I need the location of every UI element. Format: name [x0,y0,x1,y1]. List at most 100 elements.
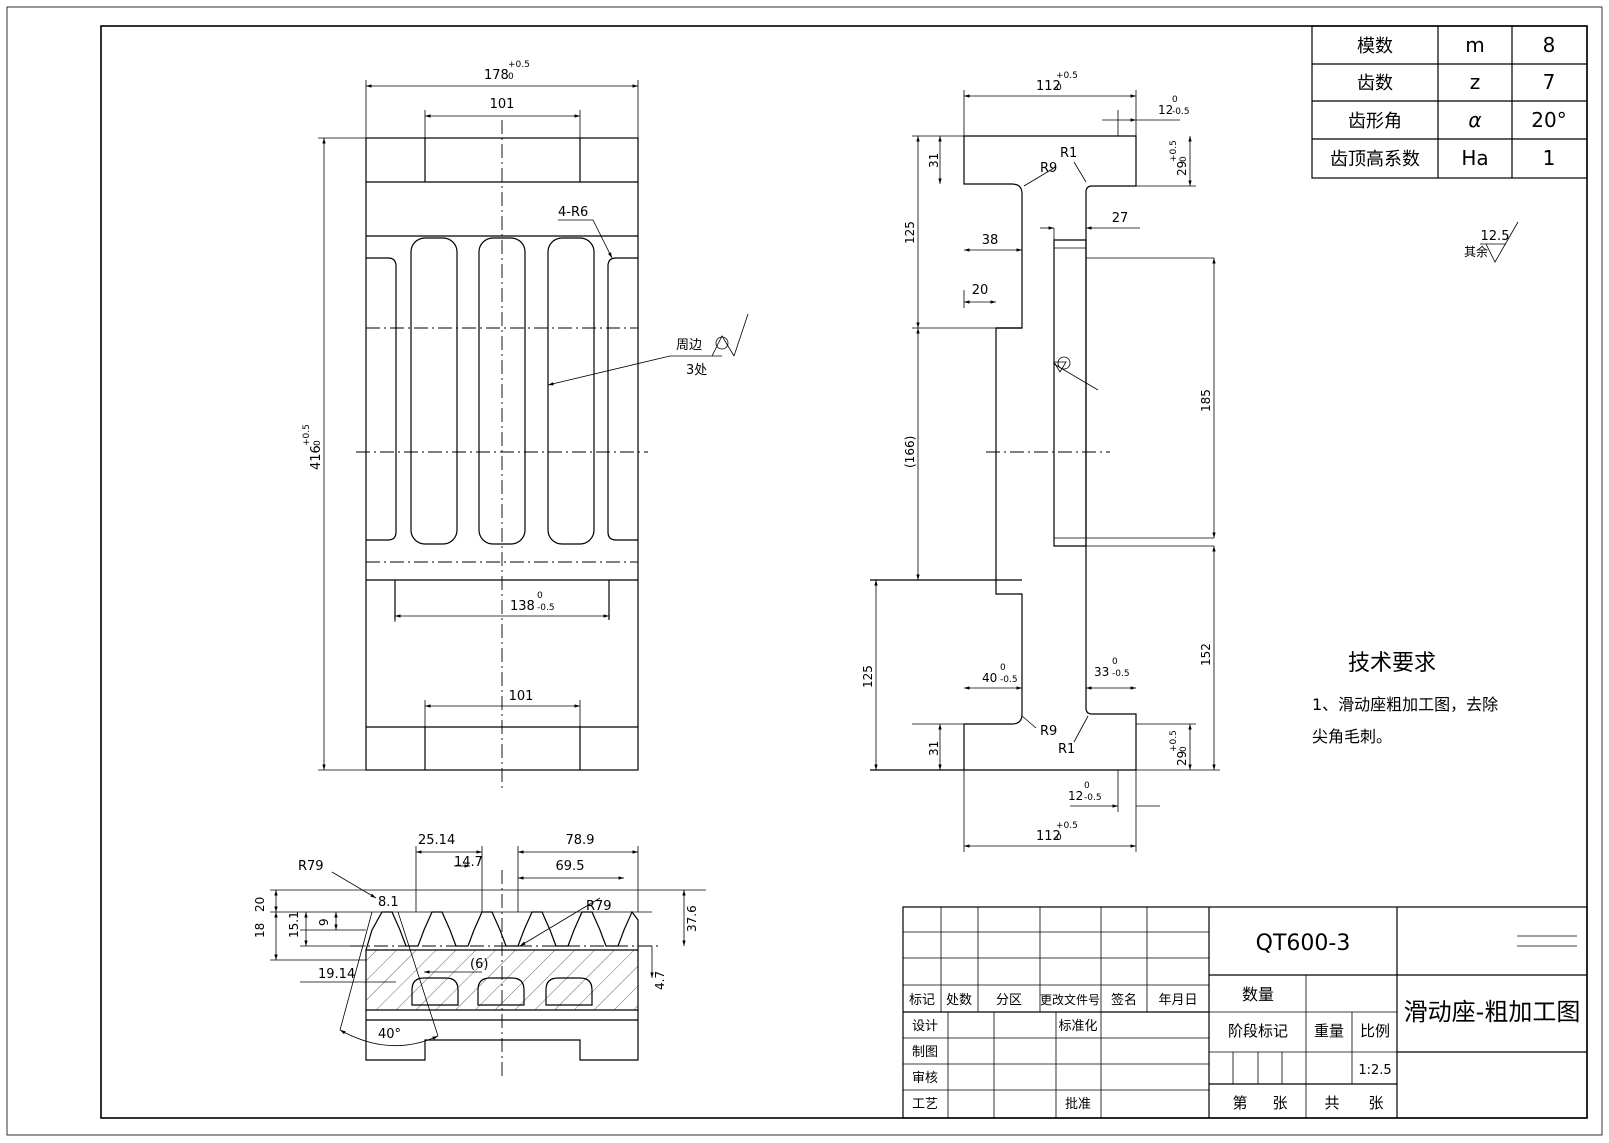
svg-text:+0.5: +0.5 [1056,821,1078,831]
svg-text:101: 101 [509,689,534,704]
svg-text:+0.5: +0.5 [508,60,530,70]
svg-text:69.5: 69.5 [556,859,585,874]
review-label: 审核 [912,1071,938,1086]
svg-text:+0.5: +0.5 [1169,140,1179,162]
svg-text:4-R6: 4-R6 [558,205,588,220]
svg-text:12: 12 [1068,789,1083,803]
svg-text:其余: 其余 [1464,244,1488,259]
svg-text:+0.5: +0.5 [1169,730,1179,752]
svg-text:R9: R9 [1040,724,1057,739]
svg-text:38: 38 [982,233,999,248]
svg-text:0: 0 [537,591,543,601]
svg-text:20: 20 [972,283,989,298]
qty-label: 数量 [1242,985,1274,1004]
svg-text:20: 20 [253,897,267,912]
svg-text:0: 0 [1056,833,1062,843]
svg-text:31: 31 [927,741,941,756]
svg-text:R79: R79 [298,859,324,874]
svg-text:0: 0 [1179,746,1189,752]
svg-text:15.1: 15.1 [287,911,301,938]
svg-text:125: 125 [903,221,917,244]
gear-parameter-table: 模数 m 8 齿数 z 7 齿形角 α 20° 齿顶高系数 Ha 1 [1311,25,1588,179]
svg-text:R1: R1 [1060,146,1077,161]
svg-text:-0.5: -0.5 [1000,675,1018,685]
svg-text:R79: R79 [586,899,612,914]
technical-requirements: 技术要求 1、滑动座粗加工图，去除 尖角毛刺。 [1312,651,1498,746]
svg-text:0: 0 [1172,95,1178,105]
sheet-unit: 张 [1272,1094,1287,1112]
title-block: 标记 处数 分区 更改文件号 签名 年月日 设计 标准化 制图 审核 工艺 批准… [902,906,1588,1119]
roughness-symbol: 12.5 其余 [1464,221,1519,263]
svg-text:-0.5: -0.5 [537,603,555,613]
svg-text:(166): (166) [903,436,917,468]
param-value: 1 [1543,146,1556,170]
material: QT600-3 [1256,931,1351,956]
svg-text:0: 0 [1084,781,1090,791]
svg-text:+0.5: +0.5 [1056,71,1078,81]
svg-text:-0.5: -0.5 [1112,669,1130,679]
svg-text:18: 18 [253,923,267,938]
tech-line-1: 1、滑动座粗加工图，去除 [1312,695,1498,714]
total-label: 共 [1324,1094,1339,1112]
svg-text:R9: R9 [1040,161,1057,176]
standard-label: 标准化 [1058,1019,1097,1034]
scale-value: 1:2.5 [1358,1063,1391,1078]
param-value: 7 [1543,70,1556,94]
h-count: 处数 [946,993,972,1008]
param-symbol: α [1468,108,1481,132]
svg-text:29: 29 [1175,161,1189,176]
svg-text:(6): (6) [470,957,488,972]
svg-text:33: 33 [1094,665,1109,679]
svg-text:0: 0 [1000,663,1006,673]
svg-text:152: 152 [1199,643,1213,666]
svg-text:0: 0 [508,72,514,82]
scale-label: 比例 [1360,1022,1390,1040]
param-name: 齿形角 [1348,111,1402,132]
h-docno: 更改文件号 [1040,992,1100,1007]
svg-text:112: 112 [1036,829,1061,844]
drawing-name: 滑动座-粗加工图 [1404,998,1581,1026]
svg-text:+0.5: +0.5 [302,424,312,446]
param-name: 齿数 [1357,73,1393,94]
h-sign: 签名 [1111,992,1137,1008]
svg-text:416: 416 [309,445,324,470]
svg-text:19.14: 19.14 [318,967,355,982]
h-date: 年月日 [1158,993,1197,1008]
drawn-label: 制图 [912,1045,938,1060]
outer-border [6,6,1603,1136]
param-symbol: m [1465,33,1484,57]
svg-text:周边: 周边 [676,338,702,353]
tech-title: 技术要求 [1348,651,1436,676]
svg-text:-0.5: -0.5 [1172,107,1190,117]
svg-text:R1: R1 [1058,742,1075,757]
section-view: 112 +0.5 0 12 0 -0.5 29 +0.5 0 31 125 (1… [861,71,1220,852]
param-name: 齿顶高系数 [1330,149,1420,170]
design-label: 设计 [912,1019,938,1034]
svg-text:0: 0 [1179,156,1189,162]
svg-text:12: 12 [1158,103,1173,117]
svg-text:78.9: 78.9 [566,833,595,848]
svg-text:185: 185 [1199,389,1213,412]
svg-text:40: 40 [982,671,997,685]
svg-text:125: 125 [861,665,875,688]
svg-text:138: 138 [510,599,535,614]
param-symbol: Ha [1461,146,1488,170]
process-label: 工艺 [912,1097,938,1112]
svg-text:37.6: 37.6 [685,905,699,932]
tech-line-2: 尖角毛刺。 [1312,727,1392,746]
svg-text:178: 178 [484,68,509,83]
approve-label: 批准 [1065,1097,1091,1112]
rack-view: 20 18 15.1 9 37.6 4.7 25.14 14.7 78.9 69… [253,833,706,1080]
param-symbol: z [1470,70,1481,94]
svg-text:25.14: 25.14 [418,833,455,848]
svg-text:8.1: 8.1 [378,895,399,910]
svg-text:3处: 3处 [686,363,707,378]
svg-text:0: 0 [313,440,323,446]
svg-text:9: 9 [317,918,331,926]
svg-text:101: 101 [490,97,515,112]
front-view: 178 +0.5 0 101 101 138 0 -0.5 416 +0.5 0… [302,60,749,790]
svg-text:-0.5: -0.5 [1084,793,1102,803]
param-name: 模数 [1357,36,1393,57]
param-value: 20° [1531,108,1566,132]
